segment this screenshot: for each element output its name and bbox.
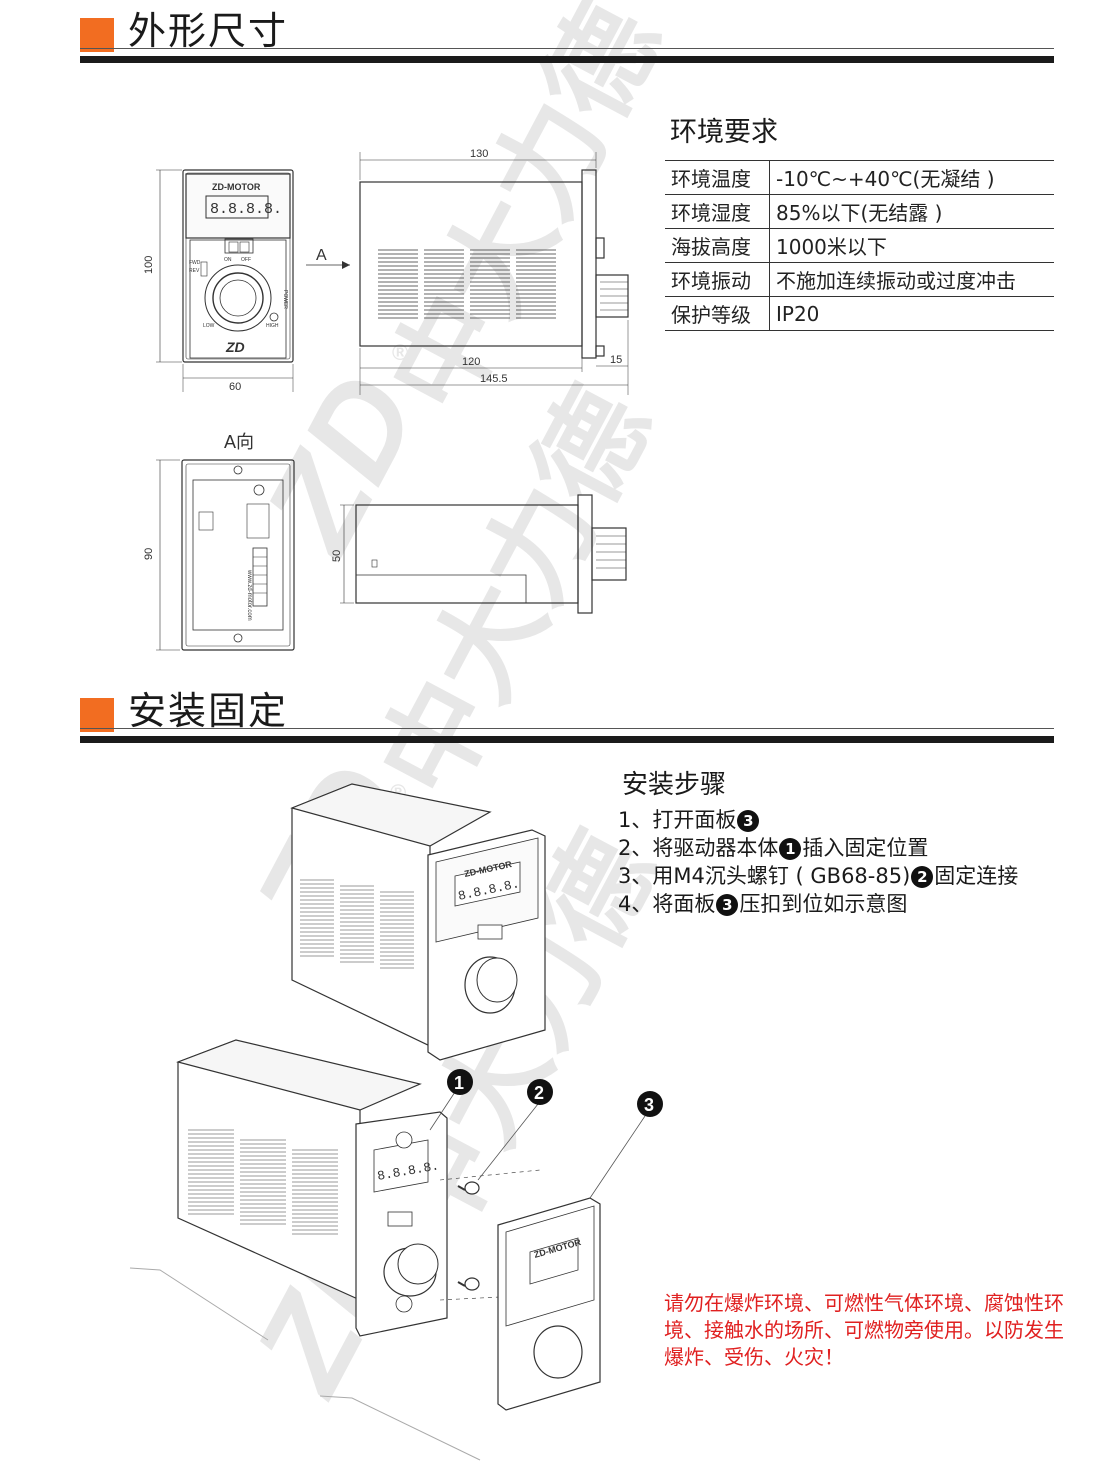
section-header-install: 安装固定 <box>80 684 1054 744</box>
env-key: 环境湿度 <box>665 194 770 229</box>
view-a-arrow-label: A <box>316 247 327 264</box>
step-text: 插入固定位置 <box>802 836 929 860</box>
env-key: 保护等级 <box>665 296 770 331</box>
header-divider-thin <box>80 48 1054 49</box>
front-display: 8.8.8.8. <box>210 201 282 218</box>
environment-title: 环境要求 <box>670 117 778 148</box>
orange-square-icon <box>80 18 114 52</box>
header-divider-thin <box>80 728 1054 729</box>
front-label-rev: REV <box>189 268 200 274</box>
step-text: 压扣到位如示意图 <box>739 892 908 916</box>
front-label-off: OFF <box>241 257 251 263</box>
front-logo: ZD <box>225 339 245 355</box>
step-number-badge: 1 <box>779 838 802 860</box>
driver-body-unit <box>176 1039 448 1337</box>
env-key: 环境温度 <box>665 160 770 195</box>
dim-side-body: 120 <box>462 356 480 368</box>
back-view <box>156 459 295 651</box>
panel-cover <box>497 1197 601 1411</box>
bottom-view <box>340 494 627 614</box>
front-brand: ZD-MOTOR <box>212 182 261 192</box>
dim-back-height: 90 <box>143 548 155 560</box>
front-label-fwd: FWD <box>189 260 201 266</box>
view-a-label: A向 <box>224 432 254 452</box>
screw-icon <box>439 1169 541 1301</box>
dimension-drawings: ZD-MOTOR 8.8.8.8. ON OFF FWD REV LOW HIG… <box>143 148 629 651</box>
front-label-power: POWER <box>282 290 288 309</box>
env-value: 1000米以下 <box>769 228 1054 263</box>
section-title-install: 安装固定 <box>128 689 289 733</box>
install-steps-title: 安装步骤 <box>622 770 727 800</box>
back-website: www.zd-motor.com <box>246 569 252 621</box>
orange-square-icon <box>80 698 114 732</box>
callout-2: 2 <box>527 1079 553 1105</box>
front-view <box>156 169 294 392</box>
header-divider <box>80 736 1054 743</box>
side-view <box>306 152 629 395</box>
env-key: 海拔高度 <box>665 228 770 263</box>
step-text: 2、将驱动器本体 <box>618 836 779 860</box>
dim-bottom-height: 50 <box>331 550 343 562</box>
section-header-dimensions: 外形尺寸 <box>80 4 1054 64</box>
header-divider <box>80 56 1054 63</box>
step-number-badge: 2 <box>911 866 934 888</box>
dim-side-pins: 15 <box>610 354 622 366</box>
table-row: 环境振动不施加连续振动或过度冲击 <box>665 262 1054 297</box>
step-number-badge: 3 <box>737 810 760 832</box>
step-text: 3、用M4沉头螺钉 ( GB68-85) <box>618 864 911 888</box>
dim-front-height: 100 <box>143 256 155 274</box>
env-value: 85%以下(无结露 ) <box>769 194 1054 229</box>
step-text: 1、打开面板 <box>618 808 737 832</box>
front-label-on: ON <box>224 257 232 263</box>
safety-warning: 请勿在爆炸环境、可燃性气体环境、腐蚀性环境、接触水的场所、可燃物旁使用。以防发生… <box>664 1291 1064 1369</box>
front-label-low: LOW <box>203 323 215 329</box>
callout-1: 1 <box>447 1069 473 1095</box>
env-value: 不施加连续振动或过度冲击 <box>769 262 1054 297</box>
dim-side-total: 145.5 <box>480 373 508 385</box>
dim-side-top: 130 <box>470 148 488 160</box>
env-value: IP20 <box>769 296 1054 331</box>
step-text: 固定连接 <box>934 864 1019 888</box>
callout-3: 3 <box>637 1091 663 1117</box>
callout-label: 3 <box>644 1095 654 1115</box>
callout-label: 2 <box>534 1083 544 1103</box>
step-text: 4、将面板 <box>618 892 716 916</box>
step-number-badge: 3 <box>716 894 739 916</box>
front-label-high: HIGH <box>266 323 279 329</box>
section-title-dimensions: 外形尺寸 <box>128 9 289 53</box>
assembled-unit <box>290 783 546 1061</box>
callout-label: 1 <box>454 1073 464 1093</box>
dim-front-width: 60 <box>229 381 241 393</box>
